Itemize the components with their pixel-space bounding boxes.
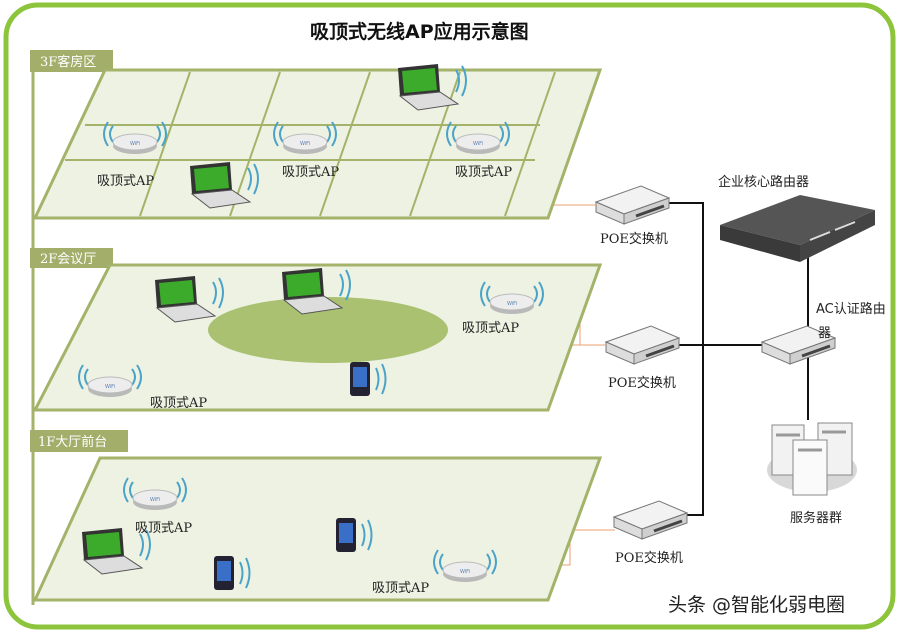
core-router-icon bbox=[720, 195, 875, 262]
floor-2f: 2F会议厅 吸顶式AP 吸顶式AP bbox=[30, 248, 603, 412]
ap-label: 吸顶式AP bbox=[372, 581, 429, 596]
core-router-label: 企业核心路由器 bbox=[718, 174, 809, 190]
ap-label: 吸顶式AP bbox=[150, 396, 207, 411]
ap-label: 吸顶式AP bbox=[462, 321, 519, 336]
floor-3f: 3F客房区 吸顶式AP 吸顶式AP 吸顶式AP bbox=[30, 50, 603, 220]
floor-tab-2f bbox=[30, 248, 113, 268]
diagram-title: 吸顶式无线AP应用示意图 bbox=[310, 20, 529, 43]
ap-label: 吸顶式AP bbox=[135, 521, 192, 536]
switch-label: POE交换机 bbox=[608, 375, 676, 391]
ac-router-label-cont: 器 bbox=[818, 326, 831, 341]
servers-label: 服务器群 bbox=[790, 510, 842, 526]
switch-label: POE交换机 bbox=[615, 550, 683, 566]
floor-tab-3f bbox=[30, 50, 113, 72]
ap-label: 吸顶式AP bbox=[282, 165, 339, 180]
switch-label: POE交换机 bbox=[600, 231, 668, 247]
server-cluster-icon bbox=[767, 422, 857, 496]
ap-label: 吸顶式AP bbox=[97, 174, 154, 189]
floor-tab-1f bbox=[30, 430, 128, 452]
floor-label-1f: 1F大厅前台 bbox=[38, 434, 107, 450]
ap-label: 吸顶式AP bbox=[455, 165, 512, 180]
floor-1f: 1F大厅前台 吸顶式AP 吸顶式AP bbox=[30, 430, 603, 602]
meeting-hall-area bbox=[208, 297, 448, 363]
ac-router-label: AC认证路由 bbox=[816, 301, 886, 317]
watermark: 头条 @智能化弱电圈 bbox=[668, 594, 845, 616]
floor-label-2f: 2F会议厅 bbox=[40, 252, 96, 267]
floor-label-3f: 3F客房区 bbox=[40, 54, 96, 70]
